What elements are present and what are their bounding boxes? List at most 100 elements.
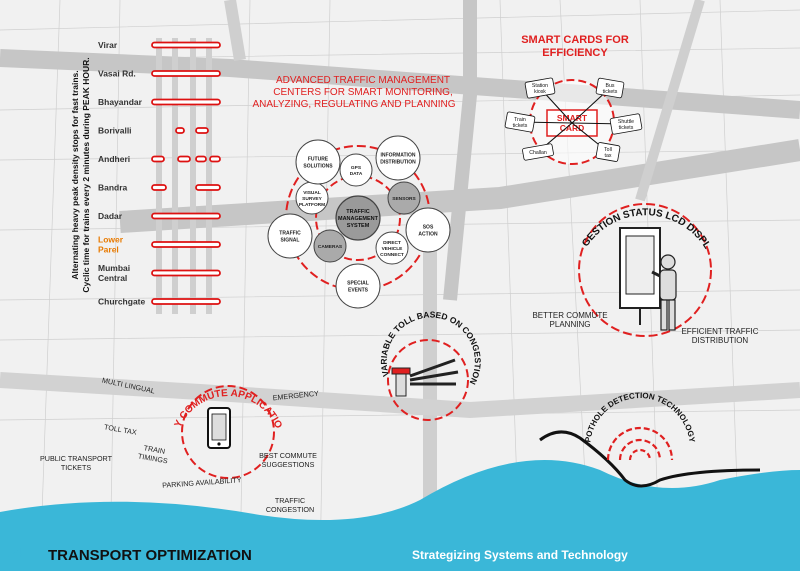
smart-card-item — [522, 143, 554, 161]
svg-text:SUGGESTIONS: SUGGESTIONS — [262, 460, 315, 469]
lcd-screen-panel — [625, 235, 655, 295]
svg-text:CAMERAS: CAMERAS — [318, 244, 343, 250]
train-bar — [195, 184, 221, 191]
station-label: Lower — [98, 235, 124, 245]
svg-text:Bus: Bus — [606, 83, 615, 89]
svg-text:tax: tax — [605, 153, 612, 159]
tmc-outer-node — [295, 139, 341, 185]
svg-text:EVENTS: EVENTS — [348, 288, 369, 294]
svg-text:DATA: DATA — [350, 171, 363, 177]
toll-ring — [387, 339, 469, 421]
train-bar — [151, 41, 221, 49]
tmc-outer-node — [267, 213, 313, 259]
rail-caption-line1: Alternating heavy peak density stops for… — [70, 70, 80, 279]
svg-text:Toll: Toll — [604, 147, 612, 153]
page-title: TRANSPORT OPTIMIZATION — [48, 547, 252, 564]
svg-text:PLATFORM: PLATFORM — [299, 202, 325, 208]
tmc-outer-node — [375, 135, 421, 181]
svg-text:VISUAL: VISUAL — [303, 190, 321, 196]
svg-text:SPECIAL: SPECIAL — [347, 281, 369, 287]
smart-card-item — [595, 77, 625, 99]
svg-text:SOS: SOS — [423, 225, 434, 231]
app-ring — [181, 385, 275, 479]
svg-text:Train: Train — [514, 117, 526, 123]
smart-cards-title-line1: SMART CARDS FOR — [521, 34, 629, 46]
smartphone-icon — [207, 407, 231, 449]
pothole-ring-middle — [618, 438, 662, 461]
svg-text:Station: Station — [532, 83, 548, 89]
svg-text:CONNECT: CONNECT — [380, 252, 404, 258]
svg-text:TRAFFIC: TRAFFIC — [279, 231, 301, 237]
rail-caption-line2: Cyclic time for trains every 2 minutes d… — [81, 57, 91, 292]
train-bar — [209, 155, 221, 163]
train-bar — [151, 184, 167, 191]
lcd-right-line1: EFFICIENT TRAFFIC — [681, 327, 758, 336]
traffic-management-center: ADVANCED TRAFFIC MANAGEMENT CENTERS FOR … — [252, 75, 456, 309]
person-figure-icon — [651, 254, 677, 331]
train-bar — [151, 155, 165, 163]
smart-cards-section: SMART CARDS FOR EFFICIENCY SMART CARD St… — [504, 34, 643, 165]
rail-tracks — [156, 38, 212, 314]
svg-text:DISTRIBUTION: DISTRIBUTION — [380, 160, 416, 166]
lcd-left-line1: BETTER COMMUTE — [532, 311, 607, 320]
northeast-road — [635, 0, 705, 202]
svg-text:SYSTEM: SYSTEM — [347, 223, 370, 229]
svg-text:tickets: tickets — [603, 89, 618, 95]
station-label: Parel — [98, 245, 119, 255]
svg-text:Shuttle: Shuttle — [618, 119, 634, 125]
tmc-title-line2: CENTERS FOR SMART MONITORING, — [273, 87, 452, 98]
smart-card-item — [524, 77, 556, 99]
tmc-inner-node — [313, 229, 347, 263]
station-label: Andheri — [98, 154, 130, 164]
tmc-title-line3: ANALYZING, REGULATING AND PLANNING — [252, 99, 455, 110]
lcd-left-line2: PLANNING — [550, 320, 591, 329]
tmc-nodes: TRAFFICMANAGEMENTSYSTEMGPSDATASENSORSDIR… — [267, 135, 451, 309]
train-bar — [151, 298, 221, 305]
svg-text:SURVEY: SURVEY — [302, 196, 322, 202]
smart-card-label-line1: SMART — [557, 113, 588, 123]
train-bar — [151, 269, 221, 277]
footer: 04 TRANSPORT OPTIMIZATION Strategizing S… — [6, 544, 628, 564]
smart-card-label-line2: CARD — [560, 123, 585, 133]
sea-water — [0, 460, 800, 571]
toll-booth-icon — [391, 358, 459, 397]
svg-text:tickets: tickets — [513, 123, 528, 129]
coastal-road — [0, 372, 800, 419]
smart-card-item — [609, 113, 643, 135]
coastline-road — [539, 430, 761, 488]
smart-cards-title-line2: EFFICIENCY — [542, 47, 608, 59]
pothole-ring-inner — [628, 448, 652, 461]
train-bar — [151, 70, 221, 77]
svg-text:BEST COMMUTE: BEST COMMUTE — [259, 451, 317, 460]
station-label: Vasai Rd. — [98, 69, 136, 79]
station-label: Bhayandar — [98, 97, 143, 107]
tmc-outer-node — [405, 207, 451, 253]
tmc-inner-node — [387, 181, 421, 215]
svg-text:DIRECT: DIRECT — [383, 240, 401, 246]
tmc-outer-node — [335, 263, 381, 309]
svg-text:TRAFFIC: TRAFFIC — [275, 496, 305, 505]
svg-text:TICKETS: TICKETS — [61, 463, 92, 472]
expressway-road — [119, 139, 800, 233]
smart-card-item — [595, 142, 621, 162]
train-bar — [177, 155, 191, 163]
arterial-road — [443, 0, 477, 301]
svg-text:CONGESTION: CONGESTION — [266, 505, 314, 514]
svg-text:GPS: GPS — [351, 165, 362, 171]
tmc-title-line1: ADVANCED TRAFFIC MANAGEMENT — [276, 75, 450, 86]
train-bar — [195, 155, 207, 163]
lcd-ring — [578, 203, 712, 337]
svg-text:SIGNAL: SIGNAL — [281, 238, 300, 244]
page-number: 04 — [6, 544, 22, 560]
train-bar — [195, 127, 209, 134]
station-label: Central — [98, 273, 127, 283]
station-label: Borivalli — [98, 126, 132, 136]
station-label: Churchgate — [98, 297, 146, 307]
svg-text:FUTURE: FUTURE — [308, 157, 329, 163]
